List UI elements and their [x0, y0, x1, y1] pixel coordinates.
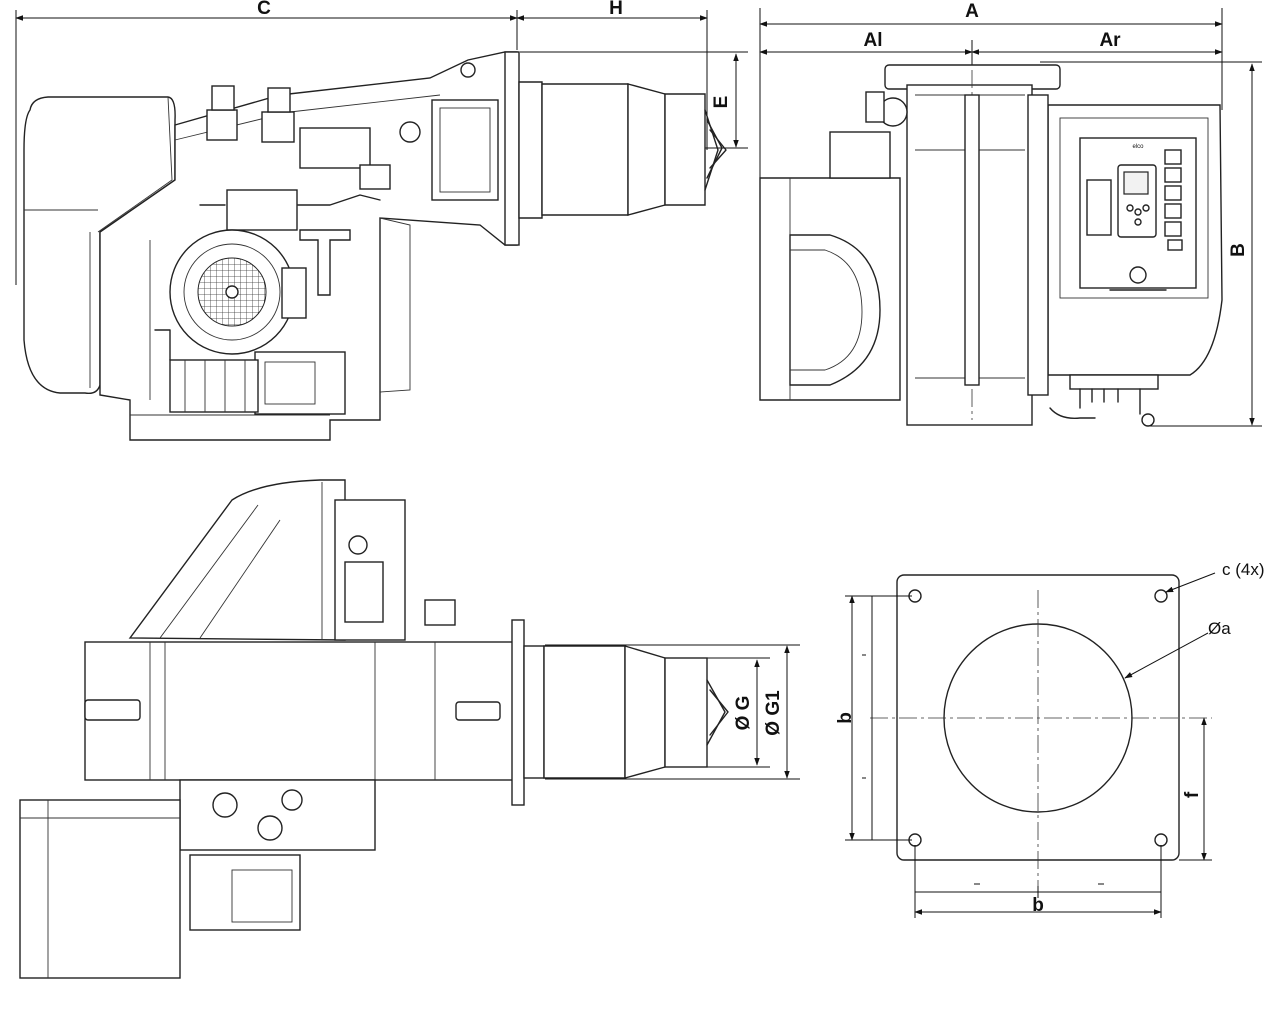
dimension-a: A [759, 1, 1223, 180]
label-g1: Ø G1 [763, 690, 784, 736]
panel-button-3[interactable] [1164, 185, 1182, 201]
mount-flange [504, 51, 520, 246]
air-damper-lever [299, 229, 351, 296]
label-h: H [609, 0, 623, 19]
nozzle-head-top [664, 657, 708, 768]
label-g: Ø G [733, 696, 754, 731]
nozzle-head [664, 93, 706, 206]
lower-motor [189, 854, 301, 931]
label-ar: Ar [1099, 30, 1121, 51]
label-f: f [1182, 791, 1203, 798]
front-view: A Al Ar B [759, 1, 1262, 427]
dimension-b-vertical: b [835, 595, 912, 841]
panel-button-2[interactable] [1164, 167, 1182, 183]
bolt-hole-2 [1154, 589, 1168, 603]
rear-cover-top [19, 799, 181, 979]
mount-flange-top [511, 619, 525, 806]
blast-tube [541, 83, 629, 216]
panel-button-5[interactable] [1164, 221, 1182, 237]
gas-train [179, 779, 376, 851]
tube-collar [518, 81, 543, 219]
label-c-4x: c (4x) [1222, 560, 1265, 579]
valve-coil-1 [206, 109, 238, 141]
panel-button-6[interactable] [1167, 239, 1183, 251]
dimension-h: H [516, 0, 708, 150]
label-c: C [257, 0, 271, 19]
display-screen [1123, 171, 1149, 195]
burner-body-top [84, 641, 521, 781]
panel-button-1[interactable] [1164, 149, 1182, 165]
label-b: B [1228, 243, 1249, 257]
dimension-e: E [520, 51, 748, 149]
dimension-f: f [1179, 717, 1212, 861]
air-intake-top [128, 479, 346, 641]
gas-regulator [226, 189, 298, 231]
panel-window [1086, 179, 1112, 236]
actuator [344, 561, 384, 623]
top-view: Ø G Ø G1 [19, 479, 800, 979]
dimension-g: Ø G Ø G1 [545, 644, 800, 780]
label-al: Al [864, 30, 883, 51]
label-b-vertical: b [835, 712, 856, 724]
flange-view: c (4x) Øa b f b [835, 560, 1265, 918]
label-b-horizontal: b [1032, 895, 1044, 916]
blast-tube-top [543, 645, 626, 779]
bolt-hole-4 [1154, 833, 1168, 847]
junction-box [299, 127, 371, 169]
pump-motor [254, 351, 346, 415]
lifting-eye [460, 62, 476, 78]
valve-coil-2 [261, 111, 295, 143]
panel-button-4[interactable] [1164, 203, 1182, 219]
side-view: C H E [15, 0, 748, 441]
label-a: A [965, 1, 979, 22]
dimension-b: B [1040, 61, 1262, 427]
panel-screw [1129, 266, 1147, 284]
inspection-panel [431, 99, 499, 201]
brand-label: elco [1132, 144, 1144, 150]
dimension-c: C [15, 0, 518, 285]
label-a-diameter: Øa [1208, 619, 1231, 638]
dimension-b-horizontal: b [914, 845, 1162, 918]
label-e: E [711, 96, 732, 109]
